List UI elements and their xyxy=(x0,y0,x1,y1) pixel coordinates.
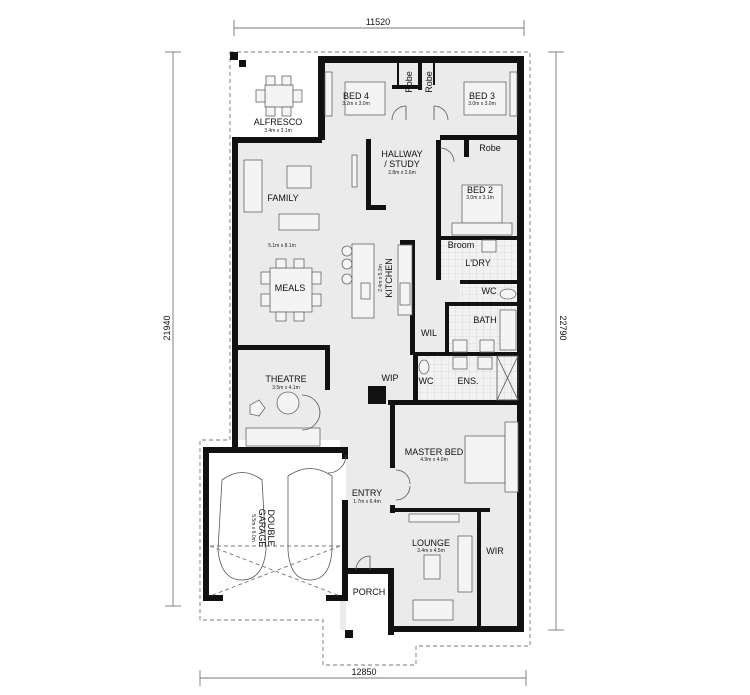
label-theatre: THEATRE xyxy=(265,374,306,384)
label-meals: MEALS xyxy=(275,283,306,293)
label-lounge: LOUNGE xyxy=(412,538,450,548)
label-bath: BATH xyxy=(473,315,496,325)
room-labels: ALFRESCO 3.4m x 3.1m BED 4 3.2m x 3.0m B… xyxy=(250,71,504,597)
bed3-bed xyxy=(463,71,518,117)
kitchen-island xyxy=(341,243,413,319)
label-kitchen: KITCHEN xyxy=(384,258,394,298)
svg-text:2.8m x 2.6m: 2.8m x 2.6m xyxy=(388,170,416,176)
label-entry: ENTRY xyxy=(352,488,382,498)
meals-table xyxy=(260,258,322,322)
garage-floor xyxy=(206,452,346,598)
master-bed xyxy=(464,421,519,493)
bath-fixtures xyxy=(418,239,519,401)
label-robe-c: Robe xyxy=(479,143,501,153)
dimension-bottom-label: 12850 xyxy=(351,667,376,677)
svg-text:2.4m x 5.3m: 2.4m x 5.3m xyxy=(378,264,384,292)
label-bed2: BED 2 xyxy=(467,185,493,195)
label-family: FAMILY xyxy=(267,193,298,203)
theatre-furniture xyxy=(245,391,321,447)
svg-text:3.4m x 4.5m: 3.4m x 4.5m xyxy=(417,548,445,554)
dimension-bottom: 12850 xyxy=(199,667,527,686)
bed2-bed xyxy=(451,184,513,236)
garage-cars xyxy=(209,468,341,597)
label-wc2: WC xyxy=(419,376,434,386)
label-porch: PORCH xyxy=(353,587,386,597)
label-bed4: BED 4 xyxy=(343,91,369,101)
site-outline xyxy=(199,51,531,666)
label-robe-b: Robe xyxy=(424,71,434,93)
label-master: MASTER BED xyxy=(405,447,464,457)
svg-text:4.9m x 4.0m: 4.9m x 4.0m xyxy=(420,457,448,463)
label-alfresco: ALFRESCO xyxy=(254,117,303,127)
svg-text:5.5m x 6.0m: 5.5m x 6.0m xyxy=(250,514,256,542)
svg-text:GARAGE: GARAGE xyxy=(257,509,267,548)
label-wc1: WC xyxy=(482,286,497,296)
dimension-right: 22790 xyxy=(548,51,568,631)
dimension-left-label: 21940 xyxy=(162,315,172,340)
label-bed3: BED 3 xyxy=(469,91,495,101)
label-hallway: HALLWAY xyxy=(381,149,422,159)
porch-floor xyxy=(346,572,392,636)
label-broom: Broom xyxy=(448,240,475,250)
bed4-bed xyxy=(324,71,386,117)
svg-text:5.1m x 8.1m: 5.1m x 8.1m xyxy=(268,243,296,249)
dimension-right-label: 22790 xyxy=(558,315,568,340)
label-wil: WIL xyxy=(421,328,437,338)
dimension-top-label: 11520 xyxy=(366,17,390,27)
doors xyxy=(301,105,455,571)
alfresco-table xyxy=(239,60,303,117)
svg-text:1.7m x 6.4m: 1.7m x 6.4m xyxy=(353,499,381,505)
svg-text:3.4m x 3.1m: 3.4m x 3.1m xyxy=(264,128,292,134)
label-laundry: L'DRY xyxy=(465,258,491,268)
ensuite-tiles xyxy=(418,355,520,403)
walls xyxy=(203,52,524,638)
laundry-tiles xyxy=(440,240,520,280)
label-robe-a: Robe xyxy=(404,71,414,93)
svg-text:3.5m x 4.1m: 3.5m x 4.1m xyxy=(272,385,300,391)
svg-text:3.2m x 3.0m: 3.2m x 3.0m xyxy=(342,101,370,107)
lounge-furniture xyxy=(408,513,473,621)
dimension-top: 11520 xyxy=(233,17,525,36)
label-garage: DOUBLE xyxy=(266,509,276,546)
label-wip: WIP xyxy=(382,373,399,383)
dimension-left: 21940 xyxy=(162,51,181,607)
family-furniture xyxy=(243,154,358,231)
label-ensuite: ENS. xyxy=(457,376,478,386)
svg-text:3.0m x 3.0m: 3.0m x 3.0m xyxy=(468,101,496,107)
svg-text:3.0m x 3.1m: 3.0m x 3.1m xyxy=(466,195,494,201)
svg-text:/ STUDY: / STUDY xyxy=(384,159,420,169)
label-wir: WIR xyxy=(486,546,504,556)
